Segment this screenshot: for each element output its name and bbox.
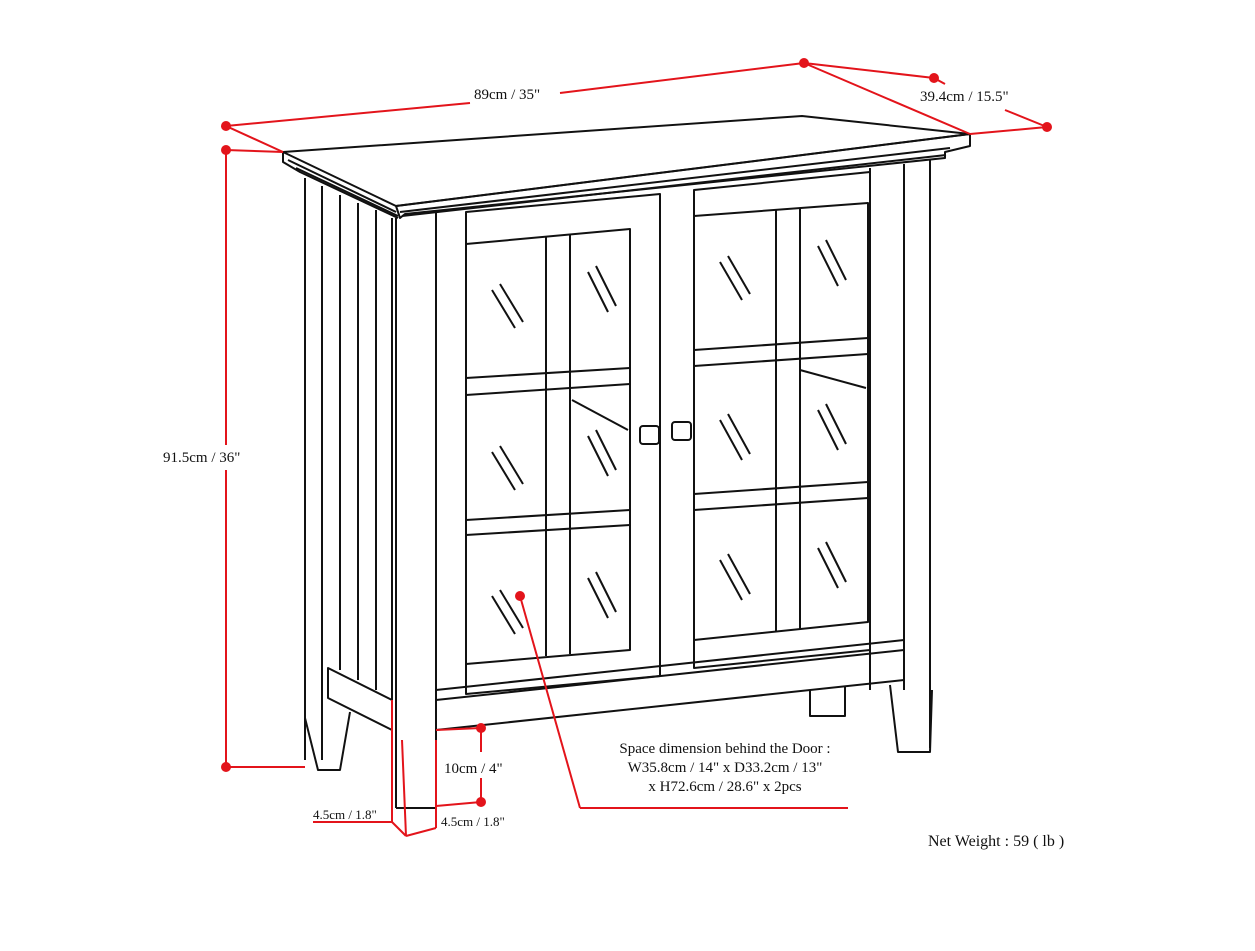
interior-space-note: Space dimension behind the Door : W35.8c… [580, 740, 870, 797]
dimension-dots [221, 58, 1052, 807]
dimension-lines [225, 62, 1048, 837]
leg-width-right-label: 4.5cm / 1.8" [441, 814, 505, 829]
cabinet-outline [282, 115, 971, 809]
interior-note-line3: x H72.6cm / 28.6" x 2pcs [648, 779, 802, 795]
interior-note-line1: Space dimension behind the Door : [619, 741, 831, 757]
leg-height-label: 10cm / 4" [444, 761, 503, 777]
leg-width-left-label: 4.5cm / 1.8" [313, 807, 377, 822]
interior-note-line2: W35.8cm / 14" x D33.2cm / 13" [627, 760, 823, 776]
height-label: 91.5cm / 36" [163, 450, 241, 466]
net-weight-label: Net Weight : 59 ( lb ) [928, 833, 1065, 850]
width-label: 89cm / 35" [474, 87, 541, 103]
depth-label: 39.4cm / 15.5" [920, 89, 1009, 105]
